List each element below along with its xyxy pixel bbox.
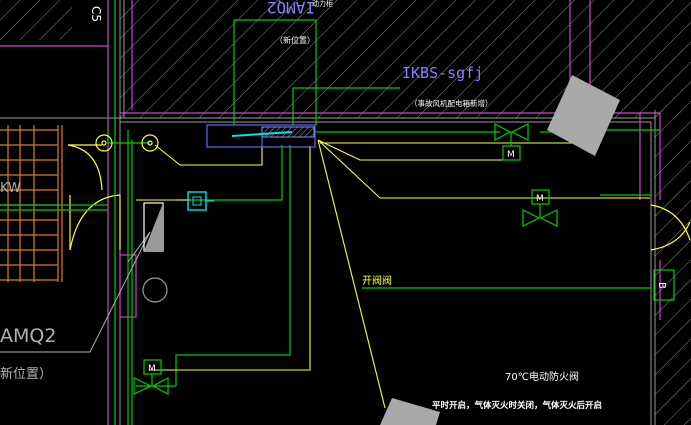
label-new-position-top: （新位置）	[275, 35, 315, 45]
column-circle-icon	[142, 277, 168, 303]
leader-lines	[0, 231, 151, 353]
motor-valve-right	[522, 189, 558, 227]
control-wiring	[136, 139, 650, 409]
label-kw: KW	[0, 181, 21, 196]
b-mark-box	[653, 269, 675, 301]
label-fire-smoke-panel: （事故风机配电箱新增）	[410, 98, 493, 108]
duct-assembly	[206, 124, 316, 148]
label-new-position-left: 新位置）	[0, 366, 52, 382]
label-motor-bottom: M	[148, 364, 156, 374]
label-open-valve: 开阀阀	[362, 274, 392, 287]
round-fixtures	[95, 134, 159, 152]
fan-box-icon	[187, 191, 214, 211]
label-amq2-top: IAMQ2	[267, 0, 315, 17]
motor-valve-top	[494, 123, 529, 161]
label-b-mark: B	[656, 282, 667, 289]
column-square-bottom-icon	[380, 398, 440, 425]
label-fire-damper: 70℃电动防火阀	[505, 370, 579, 383]
electrical-panel-icon	[143, 202, 164, 252]
motor-valve-bottom	[133, 359, 169, 395]
stair-treads	[0, 125, 63, 282]
label-c5: C5	[89, 6, 103, 22]
label-amq2-top-suffix: 动力柜	[312, 0, 333, 8]
label-amq2-left: AMQ2	[0, 325, 56, 347]
label-fire-damper-note: 平时开启，气体灭火时关闭，气体灭火后开启	[432, 400, 602, 411]
label-motor-top: M	[507, 150, 515, 160]
label-ikbs: IKBS-sgfj	[402, 64, 483, 82]
label-motor-right: M	[536, 194, 544, 204]
column-square-icon	[547, 75, 620, 156]
